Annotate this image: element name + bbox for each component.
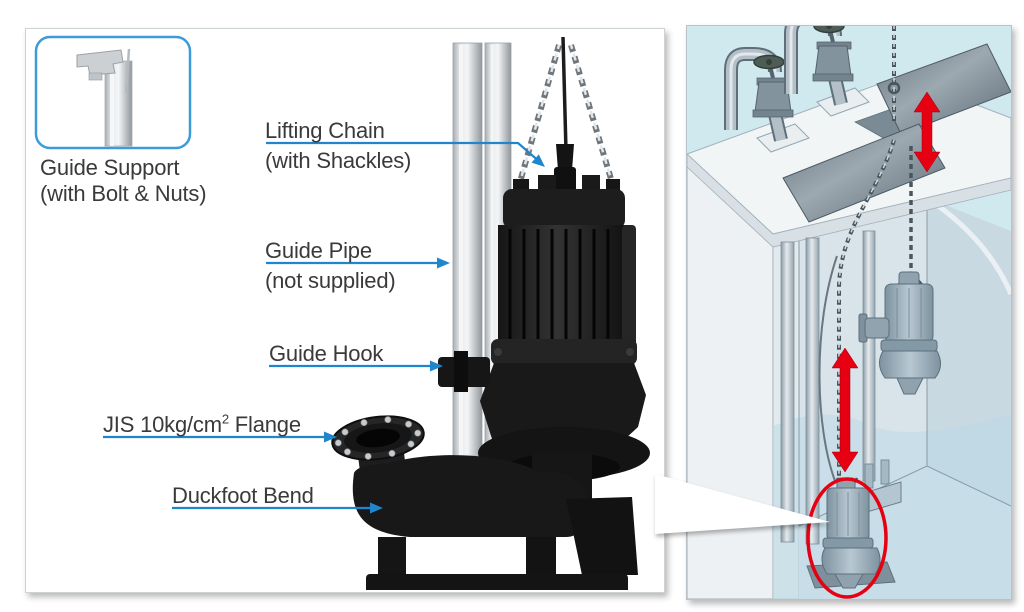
gate-valve-icon (784, 26, 870, 117)
hatch-cover (782, 123, 946, 223)
arrowhead-icon (531, 154, 545, 167)
label-flange: JIS 10kg/cm2 Flange (103, 411, 301, 437)
guide-pipes-graphic (780, 230, 876, 545)
label-guide-support: Guide Support (with Bolt & Nuts) (40, 155, 207, 207)
duckfoot-bend-graphic (352, 455, 638, 590)
power-cable (561, 36, 568, 152)
installation-illustration-panel (686, 25, 1012, 600)
flange-graphic (331, 415, 425, 480)
hook-icon (887, 81, 901, 95)
label-guide-pipe: Guide Pipe (not supplied) (265, 238, 396, 293)
leader-lines (103, 141, 542, 510)
label-guide-hook: Guide Hook (269, 341, 384, 366)
slack-rope (818, 255, 838, 482)
support-bracket (76, 49, 124, 76)
arrowhead-icon (430, 360, 443, 372)
guide-support-callout (34, 35, 192, 150)
gate-valve-icon (724, 47, 810, 153)
bolt-rod (124, 48, 131, 94)
sump-installation-scene (687, 26, 1011, 599)
up-down-arrow-icon (913, 91, 941, 173)
guide-support-thumbnail (76, 48, 133, 147)
pump-parts-illustration (34, 35, 650, 590)
suspended-pump-graphic (858, 271, 941, 395)
arrowhead-icon (324, 431, 337, 443)
guide-support-line1: Guide Support (40, 155, 180, 180)
parts-diagram-panel: Guide Support (with Bolt & Nuts) Lifting… (25, 28, 665, 593)
arrowhead-icon (437, 257, 450, 269)
leader-arrowheads (324, 154, 545, 514)
label-duckfoot-bend: Duckfoot Bend (172, 483, 314, 508)
pump-body-graphic (478, 167, 650, 499)
installed-pump-graphic (806, 477, 896, 589)
guide-support-line2: (with Bolt & Nuts) (40, 181, 207, 206)
arrowhead-icon (370, 502, 383, 514)
handwheel-icon (813, 26, 845, 34)
label-lifting-chain: Lifting Chain (with Shackles) (265, 118, 412, 173)
cable-conduit (622, 225, 636, 355)
leader-lifting-chain (266, 141, 542, 164)
highlight-ellipse (806, 477, 888, 599)
up-down-arrow-icon (831, 347, 859, 473)
flange-bolts (334, 416, 422, 460)
guide-hook-graphic (438, 351, 490, 392)
